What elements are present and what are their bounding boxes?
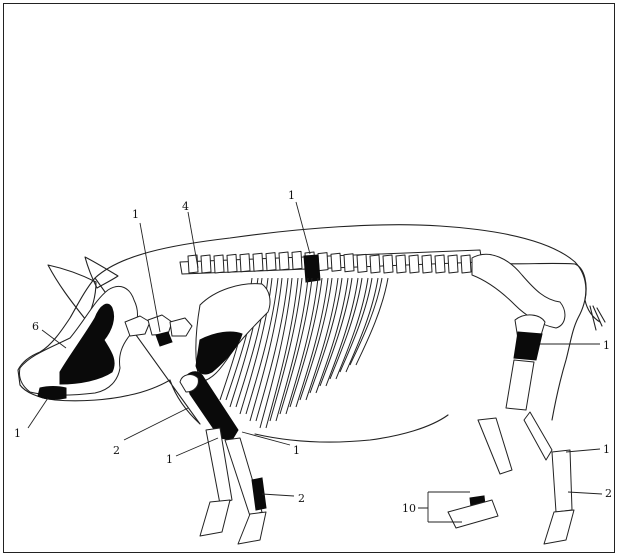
vertebral-spine xyxy=(435,255,445,273)
pelvis xyxy=(472,254,565,328)
vertebral-spine xyxy=(344,254,354,272)
vertebral-spine xyxy=(409,255,419,273)
label-1-hock: 1 xyxy=(603,443,610,456)
thoracic-highlight xyxy=(304,255,320,282)
label-1-forelimb-lower: 1 xyxy=(166,453,173,466)
forelimb-hoof-front xyxy=(238,512,266,544)
vertebral-spine xyxy=(253,253,263,271)
vertebral-spine xyxy=(266,253,276,271)
vertebral-spine xyxy=(214,255,224,273)
label-2-forelimb-cannon: 2 xyxy=(298,492,305,505)
vertebral-spine xyxy=(201,255,211,273)
label-6: 6 xyxy=(32,320,39,333)
label-1-elbow: 1 xyxy=(293,444,300,457)
rib xyxy=(266,278,298,428)
label-1-cervical: 1 xyxy=(132,208,139,221)
label-1-tibia: 1 xyxy=(603,339,610,352)
forelimb-hoof-rear xyxy=(200,500,230,536)
hindlimb-hoof xyxy=(544,510,574,544)
vertebral-spine xyxy=(422,255,432,273)
hindlimb-rear-leg xyxy=(478,418,512,474)
vertebral-spine xyxy=(370,255,380,273)
mandible-highlight xyxy=(38,387,66,400)
vertebral-spine xyxy=(331,253,341,271)
label-2-shoulder: 2 xyxy=(113,444,120,457)
label-4: 4 xyxy=(182,200,189,213)
vertebral-spine xyxy=(383,255,393,273)
label-1-jaw: 1 xyxy=(14,427,21,440)
vertebral-spine xyxy=(240,254,250,272)
vertebral-spine xyxy=(448,255,458,273)
vertebral-spine xyxy=(279,252,289,270)
vertebral-spine xyxy=(227,254,237,272)
vertebral-spine xyxy=(357,254,367,272)
vertebral-spine xyxy=(461,255,471,273)
cervical-vertebrae xyxy=(125,315,192,346)
vertebral-spine xyxy=(292,251,302,269)
label-1-thoracic: 1 xyxy=(288,189,295,202)
tibia xyxy=(506,360,534,410)
hindlimb-hock xyxy=(524,412,552,460)
tibia-highlight xyxy=(514,332,542,360)
label-2-hindlimb-cannon: 2 xyxy=(605,487,612,500)
vertebral-spine xyxy=(396,255,406,273)
hindlimb-cannon xyxy=(552,450,572,512)
label-10: 10 xyxy=(402,502,416,515)
